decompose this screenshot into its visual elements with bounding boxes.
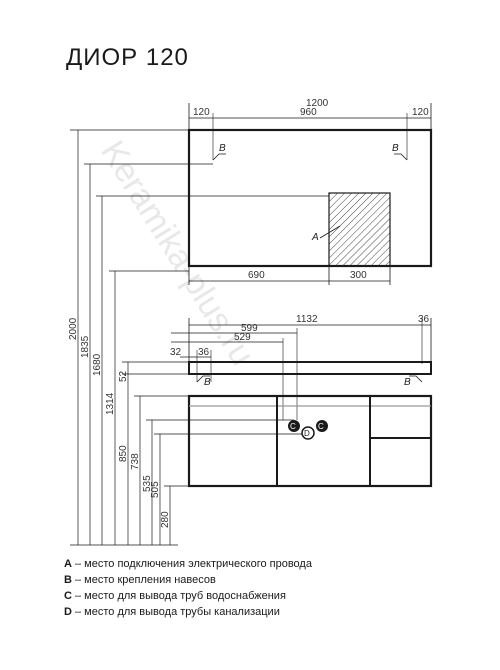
legend-item-d: D – место для вывода трубы канализации	[64, 606, 280, 618]
legend-item-b: B – место крепления навесов	[64, 574, 216, 586]
dim-32: 32	[170, 347, 182, 358]
dim-1200: 1200	[306, 98, 329, 109]
mark-b-right: B	[392, 143, 399, 154]
mark-d: D	[304, 429, 310, 438]
dim-36-left: 36	[198, 347, 210, 358]
mark-c-right: C	[318, 422, 324, 431]
legend-item-c: C – место для вывода труб водоснабжения	[64, 590, 286, 602]
front-view	[171, 318, 433, 488]
height-850: 850	[118, 445, 129, 462]
socket-area	[328, 192, 391, 267]
dim-599: 599	[241, 323, 258, 334]
height-280: 280	[160, 511, 171, 528]
height-1680: 1680	[92, 353, 103, 376]
height-505: 505	[150, 481, 161, 498]
height-1835: 1835	[80, 335, 91, 358]
dim-960: 960	[300, 107, 317, 118]
height-535: 535	[142, 475, 153, 492]
height-2000: 2000	[68, 317, 79, 340]
dim-36-right: 36	[418, 314, 430, 325]
dim-120-left: 120	[193, 107, 210, 118]
legend: A – место подключения электрического про…	[64, 556, 312, 620]
mark-b-front-right: B	[404, 377, 411, 388]
mark-a: A	[311, 232, 319, 243]
height-dimensions	[70, 129, 329, 546]
height-738: 738	[130, 453, 141, 470]
top-view	[187, 103, 433, 285]
dim-300: 300	[350, 270, 367, 281]
height-52: 52	[118, 370, 129, 382]
height-1314: 1314	[105, 392, 116, 415]
dim-529: 529	[234, 332, 251, 343]
mark-b-front-left: B	[204, 377, 211, 388]
mark-c-left: C	[290, 422, 296, 431]
mark-b-left: B	[219, 143, 226, 154]
dim-1132: 1132	[296, 314, 318, 325]
drawing-title: ДИОР 120	[66, 44, 189, 71]
legend-item-a: A – место подключения электрического про…	[64, 558, 312, 570]
dim-690: 690	[248, 270, 265, 281]
dim-120-right: 120	[412, 107, 429, 118]
